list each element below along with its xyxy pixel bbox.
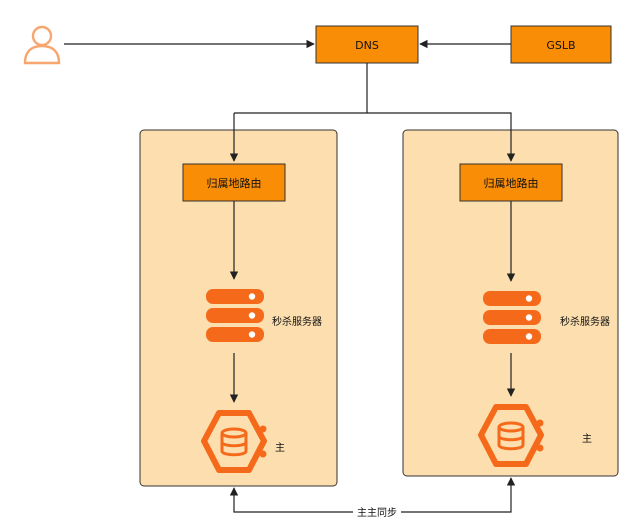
right-db-label: 主 — [582, 433, 592, 445]
sync-label: 主主同步 — [357, 507, 397, 519]
server-stack-icon — [483, 291, 541, 344]
dns-label: DNS — [355, 39, 379, 52]
dns-node: DNS — [315, 25, 419, 64]
database-hexagon-icon — [478, 404, 544, 467]
right-router-node: 归属地路由 — [459, 163, 563, 202]
dns-to-right-router-arrow — [367, 112, 516, 162]
left-server-label: 秒杀服务器 — [272, 315, 322, 328]
database-hexagon-icon — [201, 410, 267, 473]
right-server-label: 秒杀服务器 — [560, 315, 610, 328]
left-db-label: 主 — [275, 442, 285, 454]
server-stack-icon — [206, 289, 264, 342]
left-router-node: 归属地路由 — [182, 163, 286, 202]
user-icon — [23, 25, 61, 65]
gslb-label: GSLB — [546, 39, 575, 52]
dns-split-connector — [234, 63, 368, 114]
right-router-label: 归属地路由 — [484, 176, 539, 190]
gslb-node: GSLB — [510, 25, 612, 64]
left-router-label: 归属地路由 — [207, 176, 262, 190]
